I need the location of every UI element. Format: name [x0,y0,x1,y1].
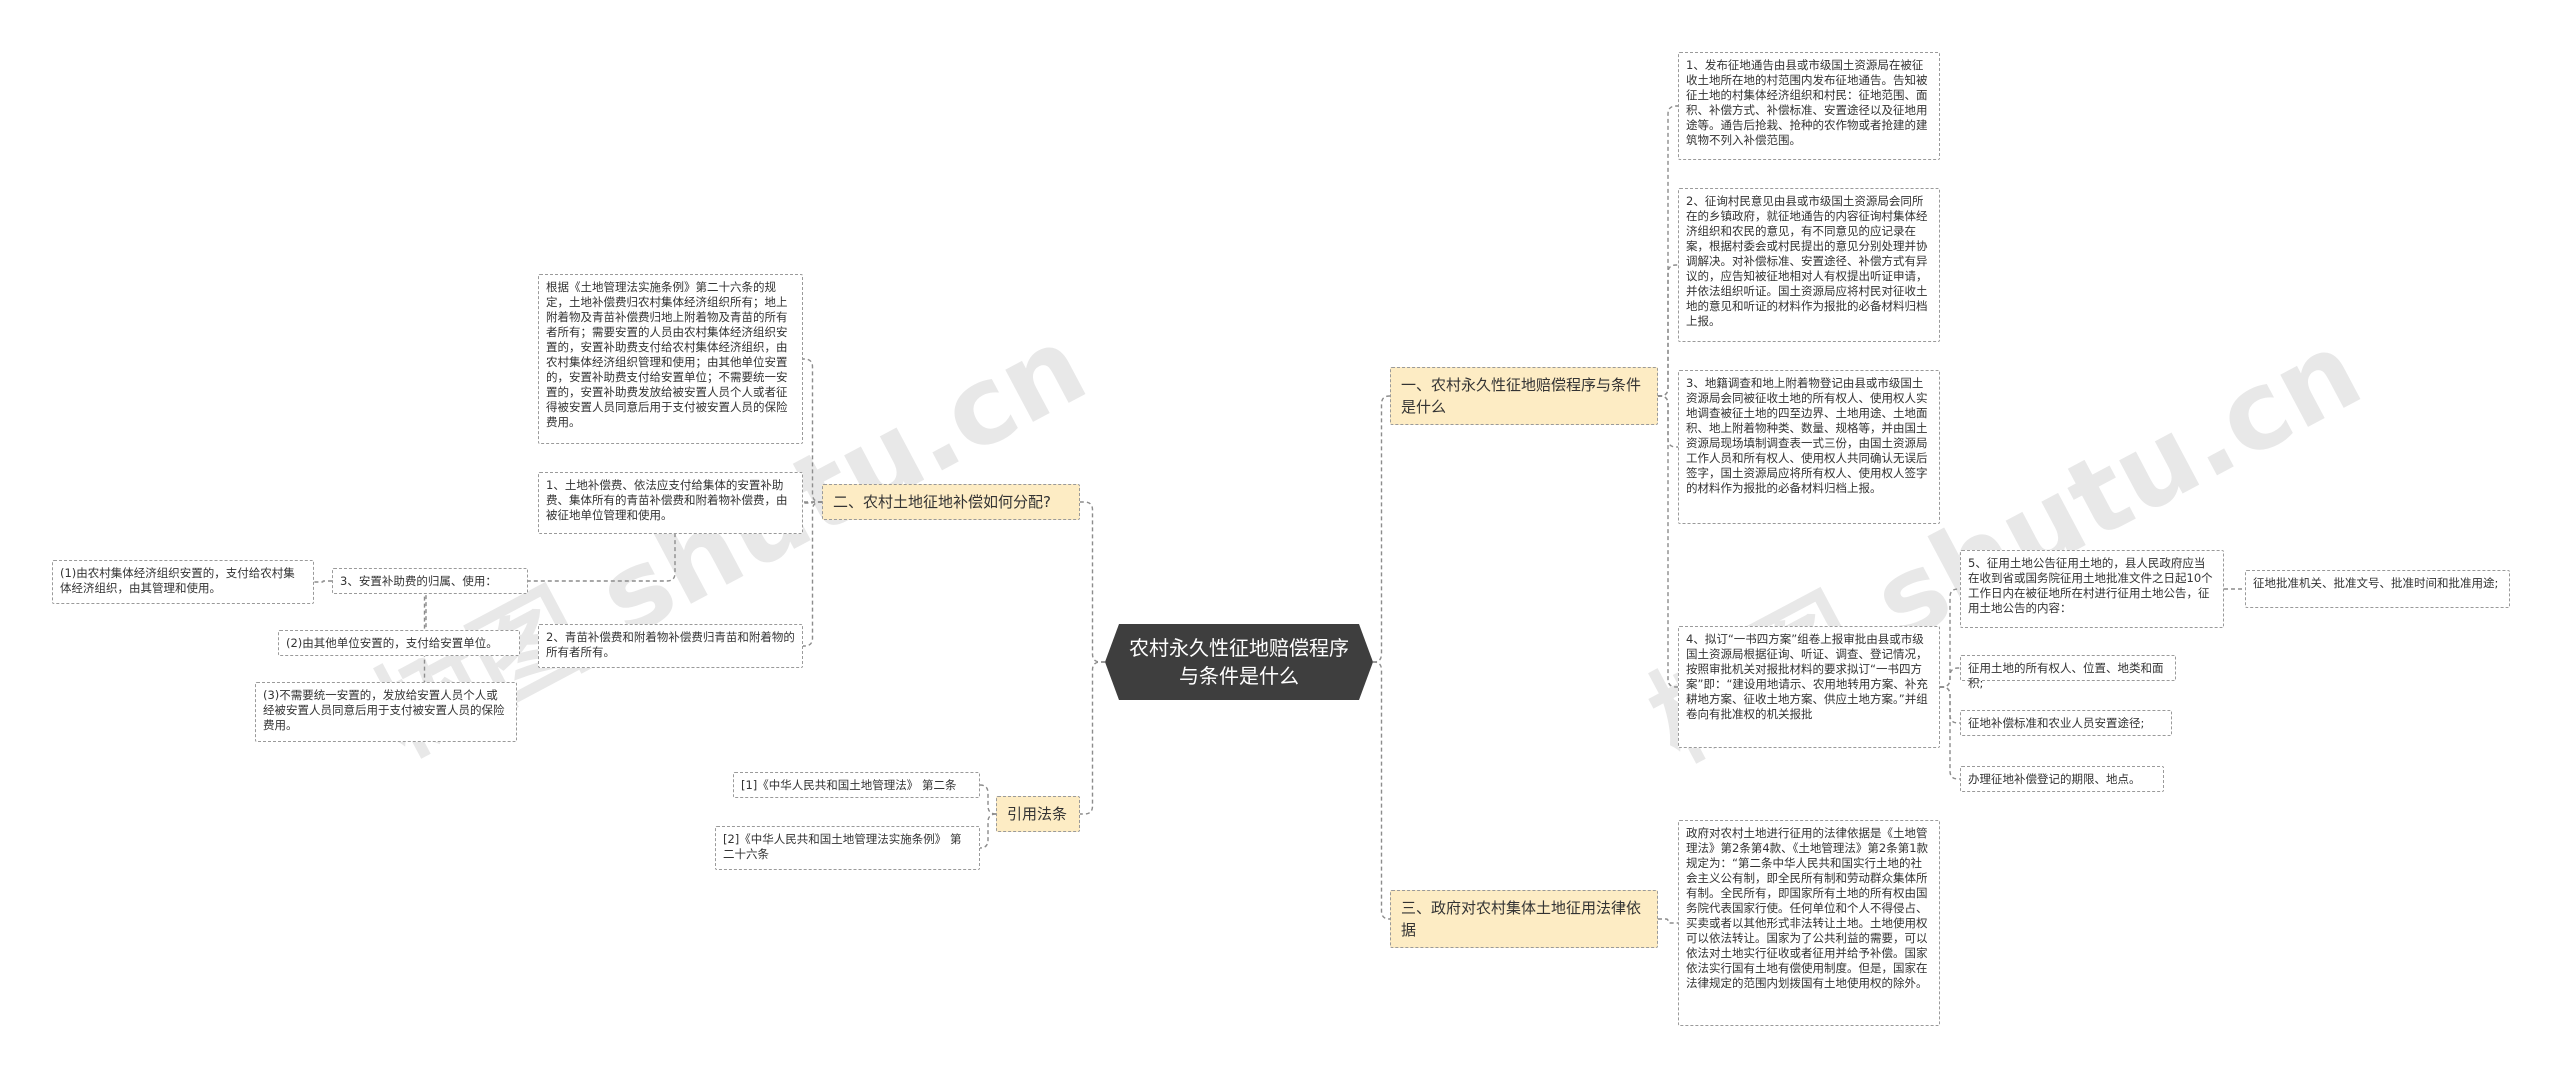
edge-t3-u1 [314,580,332,583]
branch-legal-basis[interactable]: 三、政府对农村集体土地征用法律依据 [1390,890,1658,948]
procedure-step-2[interactable]: 2、征询村民意见由县或市级国土资源局会同所在的乡镇政府，就征地通告的内容征询村集… [1678,188,1940,342]
allocation-item-1[interactable]: 1、土地补偿费、依法应支付给集体的安置补助费、集体所有的青苗补偿费和附着物补偿费… [538,472,803,534]
procedure-step-3[interactable]: 3、地籍调查和地上附着物登记由县或市级国土资源局会同被征收土地的所有权人、使用权… [1678,370,1940,524]
edge-b1-i3 [1658,395,1678,448]
edge-b3-l1 [1658,918,1678,924]
edge-b2-t2 [803,501,822,647]
resettlement-option-1[interactable]: (1)由农村集体经济组织安置的，支付给农村集体经济组织，由其管理和使用。 [52,560,314,604]
legal-basis-text[interactable]: 政府对农村土地进行征用的法律依据是《土地管理法》第2条第4款、《土地管理法》第2… [1678,820,1940,1026]
edge-root-b1 [1373,395,1390,663]
procedure-step-5[interactable]: 5、征用土地公告征用土地的，县人民政府应当在收到省或国务院征用土地批准文件之日起… [1960,550,2224,628]
cited-law-2[interactable]: [2]《中华人民共和国土地管理法实施条例》 第二十六条 [715,826,980,870]
edge-root-b3 [1373,661,1390,920]
edge-i4-s4 [1940,686,1960,780]
edge-b4-r2 [979,813,997,849]
edge-b2-t0 [803,358,822,503]
allocation-item-2[interactable]: 2、青苗补偿费和附着物补偿费归青苗和附着物的所有者所有。 [538,624,803,668]
edge-b4-r1 [979,784,997,815]
edge-root-b2 [1080,501,1105,663]
resettlement-option-3[interactable]: (3)不需要统一安置的，发放给安置人员个人或经被安置人员同意后用于支付被安置人员… [255,682,517,742]
resettlement-option-2[interactable]: (2)由其他单位安置的，支付给安置单位。 [278,630,520,656]
branch-cited-laws[interactable]: 引用法条 [996,796,1080,832]
procedure-step-4[interactable]: 4、拟订“一书四方案”组卷上报审批由县或市级国土资源局根据征询、听证、调查、登记… [1678,626,1940,748]
branch-compensation-allocation[interactable]: 二、农村土地征地补偿如何分配? [822,484,1080,520]
edge-root-b4 [1080,661,1105,815]
edge-b1-i4 [1658,395,1678,688]
announcement-item-approval[interactable]: 征地批准机关、批准文号、批准时间和批准用途; [2245,570,2510,608]
allocation-item-3[interactable]: 3、安置补助费的归属、使用： [332,568,528,594]
announcement-item-standard[interactable]: 征地补偿标准和农业人员安置途径; [1960,710,2172,736]
edge-i4-i5 [1940,588,1960,688]
root-topic[interactable]: 农村永久性征地赔偿程序与条件是什么 [1105,624,1373,700]
allocation-regulation-text[interactable]: 根据《土地管理法实施条例》第二十六条的规定，土地补偿费归农村集体经济组织所有；地… [538,274,803,444]
announcement-item-registration[interactable]: 办理征地补偿登记的期限、地点。 [1960,766,2164,792]
announcement-item-ownership[interactable]: 征用土地的所有权人、位置、地类和面积; [1960,655,2176,690]
edge-i4-s2 [1940,667,1960,688]
cited-law-1[interactable]: [1]《中华人民共和国土地管理法》 第二条 [733,772,980,798]
procedure-step-1[interactable]: 1、发布征地通告由县或市级国土资源局在被征收土地所在地的村范围内发布征地通告。告… [1678,52,1940,160]
edge-b1-i2 [1658,264,1678,397]
branch-compensation-procedure[interactable]: 一、农村永久性征地赔偿程序与条件是什么 [1390,367,1658,425]
